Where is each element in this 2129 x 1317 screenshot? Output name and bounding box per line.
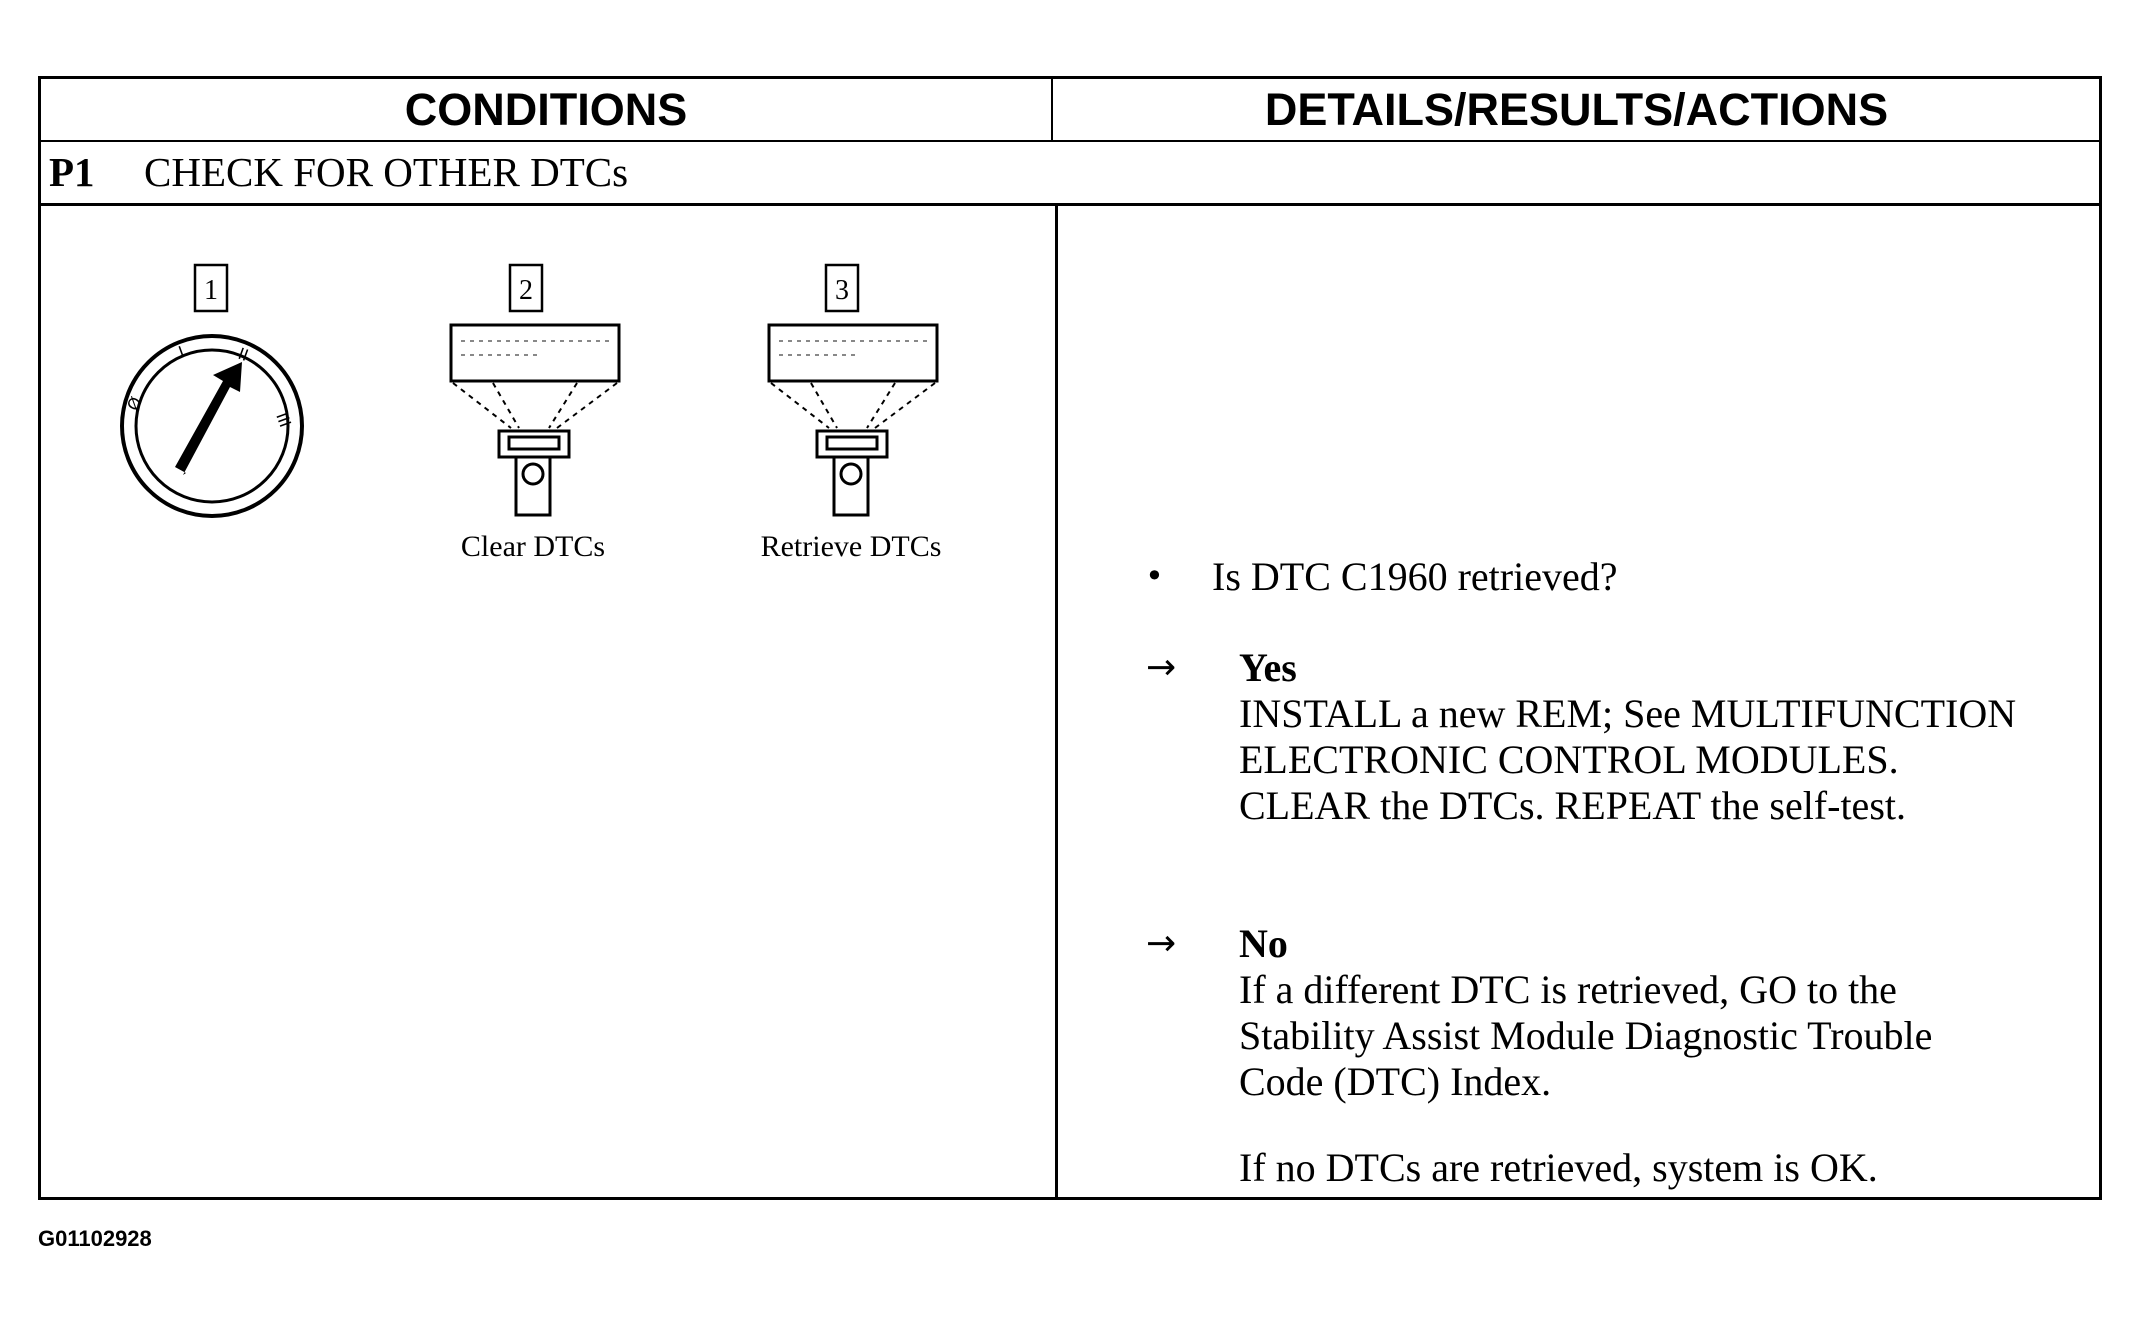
step-index-3: 3 (835, 275, 849, 306)
yes-line-3: CLEAR the DTCs. REPEAT the self-test. (1239, 783, 1906, 828)
step-index-box-2 (508, 263, 544, 313)
no-line-3: Code (DTC) Index. (1239, 1059, 1552, 1104)
yes-label: Yes (1239, 645, 1297, 690)
step-index-box-1 (193, 263, 229, 313)
no-line-2: Stability Assist Module Diagnostic Troub… (1239, 1013, 1933, 1058)
no-line-1: If a different DTC is retrieved, GO to t… (1239, 967, 1897, 1012)
position-1: I (176, 342, 187, 361)
conditions-header: CONDITIONS (404, 84, 688, 135)
no-arrow-icon: → (1146, 923, 1177, 964)
ignition-switch-icon: Ø I II III (120, 334, 304, 518)
header-divider (1051, 79, 1053, 140)
step-index-2: 2 (519, 275, 533, 306)
diagnostic-table: CONDITIONS DETAILS/RESULTS/ACTIONS P1 CH… (38, 76, 2102, 1200)
question-text: Is DTC C1960 retrieved? (1212, 554, 1618, 599)
yes-line-1: INSTALL a new REM; See MULTIFUNCTION (1239, 691, 2017, 736)
retrieve-dtcs-caption: Retrieve DTCs (761, 530, 942, 563)
no-extra-line: If no DTCs are retrieved, system is OK. (1239, 1145, 1878, 1190)
step-index-1: 1 (204, 275, 218, 306)
conditions-illustrations: 1 Ø I II III 2 Clear DTCs (120, 263, 942, 563)
table-header: CONDITIONS DETAILS/RESULTS/ACTIONS (41, 79, 2099, 142)
step-index-box-3 (824, 263, 860, 313)
step-row: P1 CHECK FOR OTHER DTCs (41, 142, 2099, 206)
scan-tool-icon (767, 323, 939, 517)
figure-id: G01102928 (38, 1226, 152, 1251)
bullet-icon: • (1145, 557, 1164, 595)
step-number: P1 (49, 149, 95, 195)
clear-dtcs-caption: Clear DTCs (461, 530, 605, 563)
no-label: No (1239, 921, 1288, 966)
position-3: III (272, 410, 295, 430)
yes-arrow-icon: → (1146, 647, 1177, 688)
step-title: CHECK FOR OTHER DTCs (144, 149, 629, 195)
scan-tool-icon (449, 323, 621, 517)
yes-line-2: ELECTRONIC CONTROL MODULES. (1239, 737, 1899, 782)
column-divider (1055, 206, 1058, 1197)
details-header: DETAILS/RESULTS/ACTIONS (1264, 84, 1889, 135)
